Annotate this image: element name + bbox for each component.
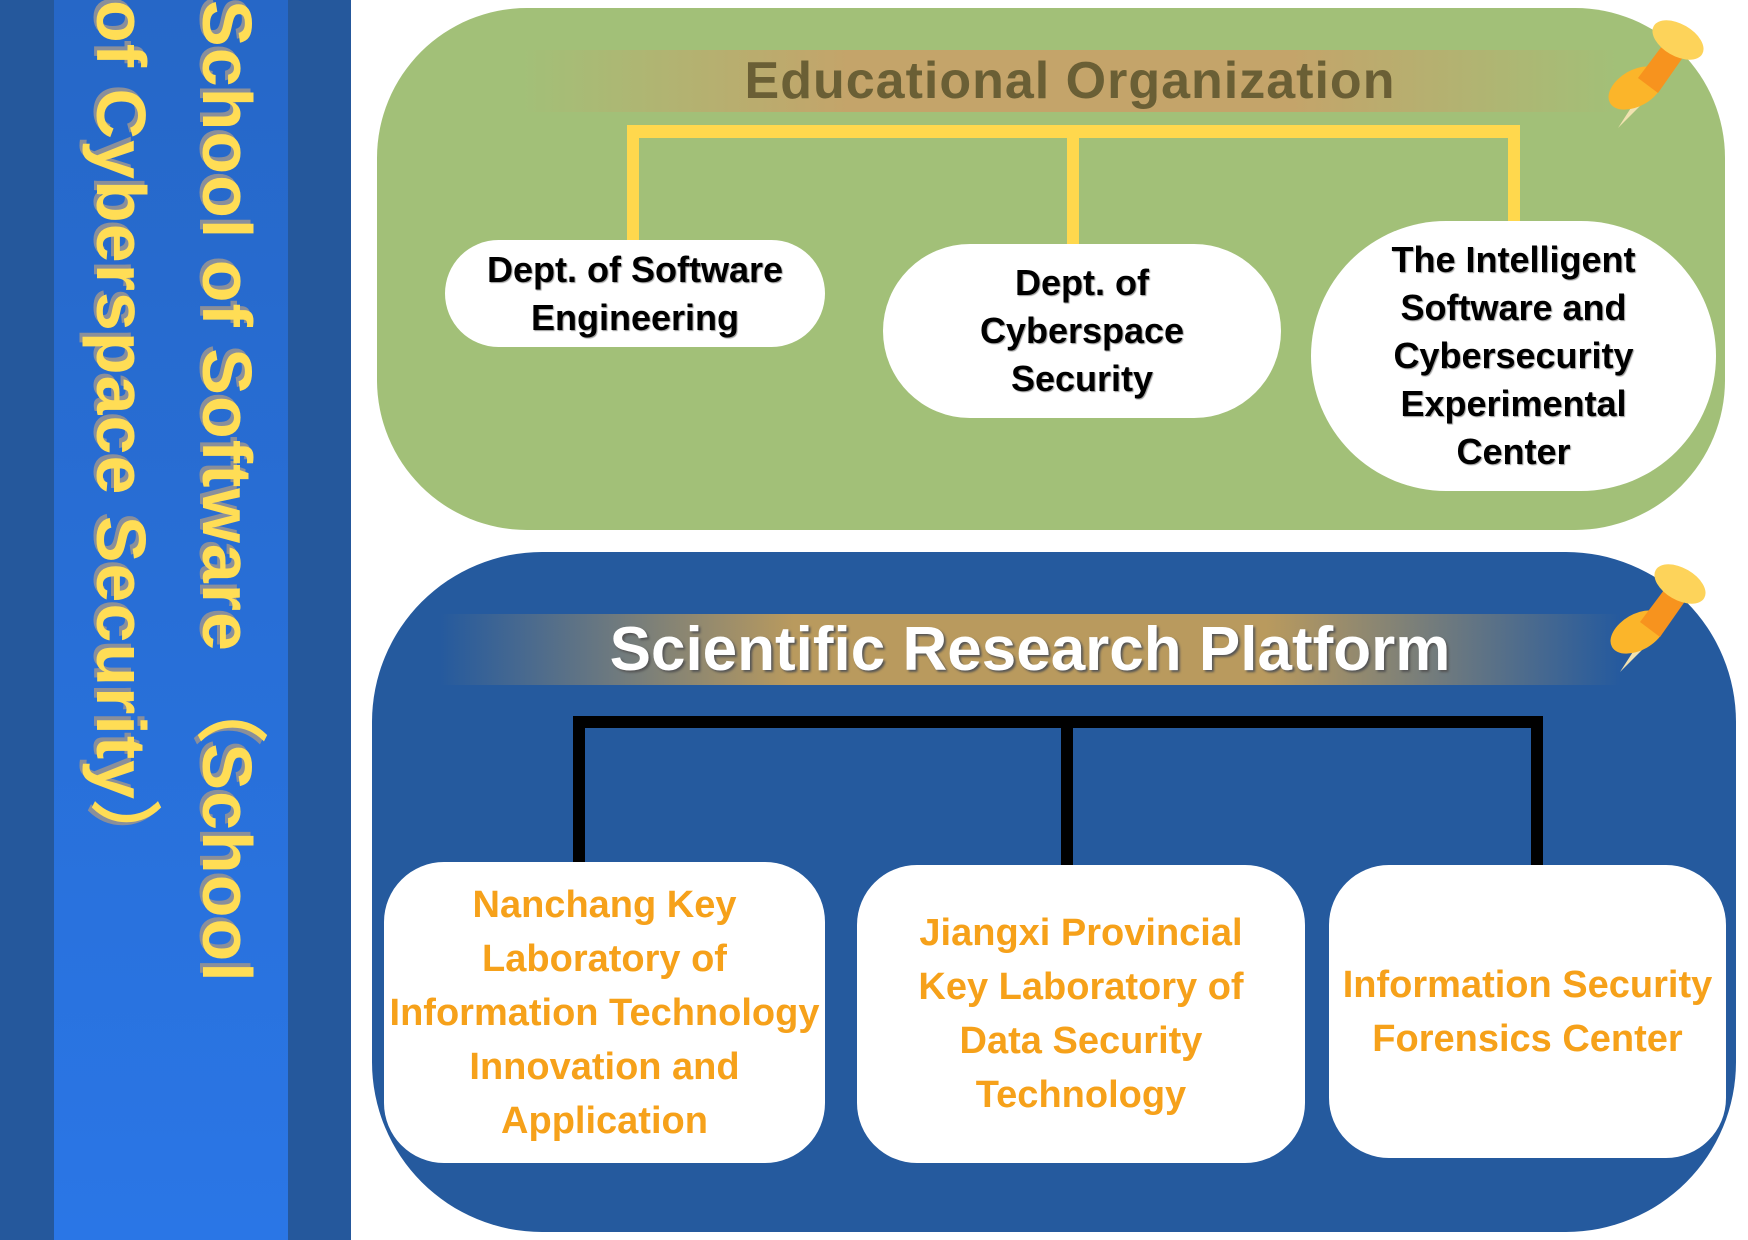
educational-organization-title: Educational Organization: [520, 50, 1620, 112]
pushpin-icon: [1608, 20, 1704, 128]
school-title: School of Software （School of Cyberspace…: [80, 0, 280, 1240]
unit-jiangxi-key-lab: Jiangxi Provincial Key Laboratory of Dat…: [857, 865, 1305, 1163]
school-title-line2: of Cyberspace Security）: [82, 0, 160, 872]
connector-vertical: [1061, 716, 1073, 866]
pushpin-icon: [1610, 564, 1706, 672]
connector-vertical: [1067, 125, 1079, 247]
school-title-line1: School of Software （School: [188, 0, 266, 983]
scientific-research-title: Scientific Research Platform: [440, 614, 1620, 685]
connector-vertical: [573, 716, 585, 864]
connector-horizontal: [573, 716, 1543, 728]
unit-dept-cyberspace-security: Dept. of Cyberspace Security: [883, 244, 1281, 418]
connector-vertical: [1508, 125, 1520, 225]
unit-forensics-center: Information Security Forensics Center: [1329, 865, 1726, 1158]
unit-nanchang-key-lab: Nanchang Key Laboratory of Information T…: [384, 862, 825, 1163]
connector-vertical: [1531, 716, 1543, 866]
unit-experimental-center: The Intelligent Software and Cybersecuri…: [1311, 221, 1716, 491]
unit-dept-software-engineering: Dept. of Software Engineering: [445, 240, 825, 347]
sidebar-stripe: [54, 0, 288, 1240]
connector-vertical: [627, 125, 639, 243]
